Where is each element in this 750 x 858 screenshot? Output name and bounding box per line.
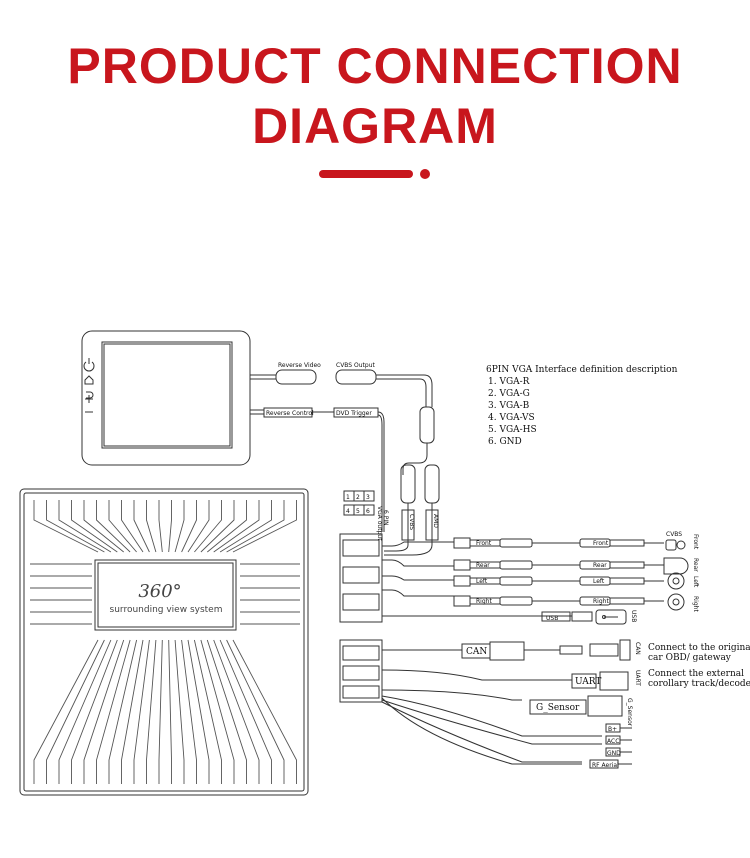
camera-left-front: Front xyxy=(476,540,492,547)
g-sensor-label: G_Sensor xyxy=(536,703,580,713)
pin-grid-3: 3 xyxy=(366,494,370,501)
can-desc-line-1: Connect to the original xyxy=(648,643,750,653)
uart-desc-line-2: corollary track/decoder xyxy=(648,679,750,689)
vga-pin-5: 5. VGA-HS xyxy=(488,425,537,435)
power-icon xyxy=(83,358,95,372)
right-camera-icon xyxy=(667,593,685,611)
camera-left-rear: Rear xyxy=(476,562,490,569)
home-icon xyxy=(84,375,94,385)
page-title-line-1: PRODUCT CONNECTION xyxy=(67,38,683,94)
rf-aerial-label: RF Aerial xyxy=(592,762,619,769)
rear-camera-icon xyxy=(663,557,689,575)
plus-icon xyxy=(85,395,93,403)
title-underline-dot xyxy=(420,169,430,179)
can-plug xyxy=(489,641,525,661)
io-connector-block xyxy=(339,639,383,703)
camera-left-right: Right xyxy=(476,598,492,605)
pin-grid-2: 2 xyxy=(356,494,360,501)
pin-grid-6: 6 xyxy=(366,508,370,515)
vga-pin-4: 4. VGA-VS xyxy=(488,413,535,423)
power-bplus-label: B+ xyxy=(608,726,617,733)
camera-harness xyxy=(382,537,664,617)
main-unit xyxy=(19,488,309,796)
can-label: CAN xyxy=(466,647,487,657)
main-unit-logo: 360° xyxy=(138,581,181,602)
heatsink-fins xyxy=(30,500,300,784)
uart-box xyxy=(571,673,597,689)
can-desc-line-2: car OBD/ gateway xyxy=(648,653,732,663)
power-acc-label: ACC xyxy=(607,738,619,745)
camera-right-front: Front xyxy=(593,540,609,547)
io-harness xyxy=(381,639,632,769)
camera-cvbs-label: CVBS xyxy=(666,531,682,538)
page-title-line-2: DIAGRAM xyxy=(252,98,498,154)
vga-pin-6: 6. GND xyxy=(488,437,522,447)
six-pin-label: 6 PIN xyxy=(382,510,389,526)
vga-output-label: VGA output xyxy=(376,506,383,541)
can-end-label: CAN xyxy=(634,642,641,655)
usb-label: USB xyxy=(546,615,558,622)
uart-desc-line-1: Connect the external xyxy=(648,669,744,679)
camera-left-left: Left xyxy=(476,578,488,585)
dvd-trigger-label: DVD Trigger xyxy=(336,410,372,417)
cvbs-output-plug xyxy=(335,369,377,385)
six-pin-grid xyxy=(343,490,375,516)
camera-end-right: Right xyxy=(692,596,699,612)
cvbs-output-label: CVBS Output xyxy=(336,362,376,369)
uart-end-label: UART xyxy=(634,670,641,686)
amd-plug-label: AMD xyxy=(432,514,439,528)
back-icon xyxy=(86,391,94,399)
cvbs-plug-label: CVBS xyxy=(408,514,415,530)
pin-grid-4: 4 xyxy=(346,508,350,515)
reverse-video-label: Reverse Video xyxy=(278,362,321,369)
uart-label: UART xyxy=(575,677,601,687)
power-gnd-label: GND xyxy=(607,750,621,757)
main-unit-caption: surrounding view system xyxy=(110,605,223,615)
g-sensor-box xyxy=(529,699,587,715)
camera-end-left: Left xyxy=(692,576,699,588)
title-underline-bar xyxy=(319,170,413,178)
vga-pin-3: 3. VGA-B xyxy=(488,401,530,411)
reverse-control-label: Reverse Control xyxy=(266,410,314,417)
g-sensor-end-label: G_Sensor xyxy=(626,698,633,727)
amd-rca-plug xyxy=(424,464,440,504)
front-camera-icon xyxy=(665,539,686,551)
usb-icon xyxy=(602,615,618,619)
camera-end-front: Front xyxy=(692,534,699,550)
monitor xyxy=(81,330,251,466)
pin-grid-5: 5 xyxy=(356,508,360,515)
camera-right-right: Right xyxy=(593,598,609,605)
reverse-video-plug xyxy=(275,369,317,385)
left-camera-icon xyxy=(667,572,685,590)
rca-plug-top xyxy=(419,406,435,444)
vga-title: 6PIN VGA Interface definition descriptio… xyxy=(486,365,678,375)
usb-end-label: USB xyxy=(630,610,637,622)
camera-end-rear: Rear xyxy=(692,558,699,572)
vga-pin-2: 2. VGA-G xyxy=(488,389,530,399)
camera-right-rear: Rear xyxy=(593,562,607,569)
camera-right-left: Left xyxy=(593,578,605,585)
camera-connector-block xyxy=(339,533,383,623)
vga-pin-1: 1. VGA-R xyxy=(488,377,530,387)
usb-port xyxy=(595,609,627,625)
pin-grid-1: 1 xyxy=(346,494,350,501)
